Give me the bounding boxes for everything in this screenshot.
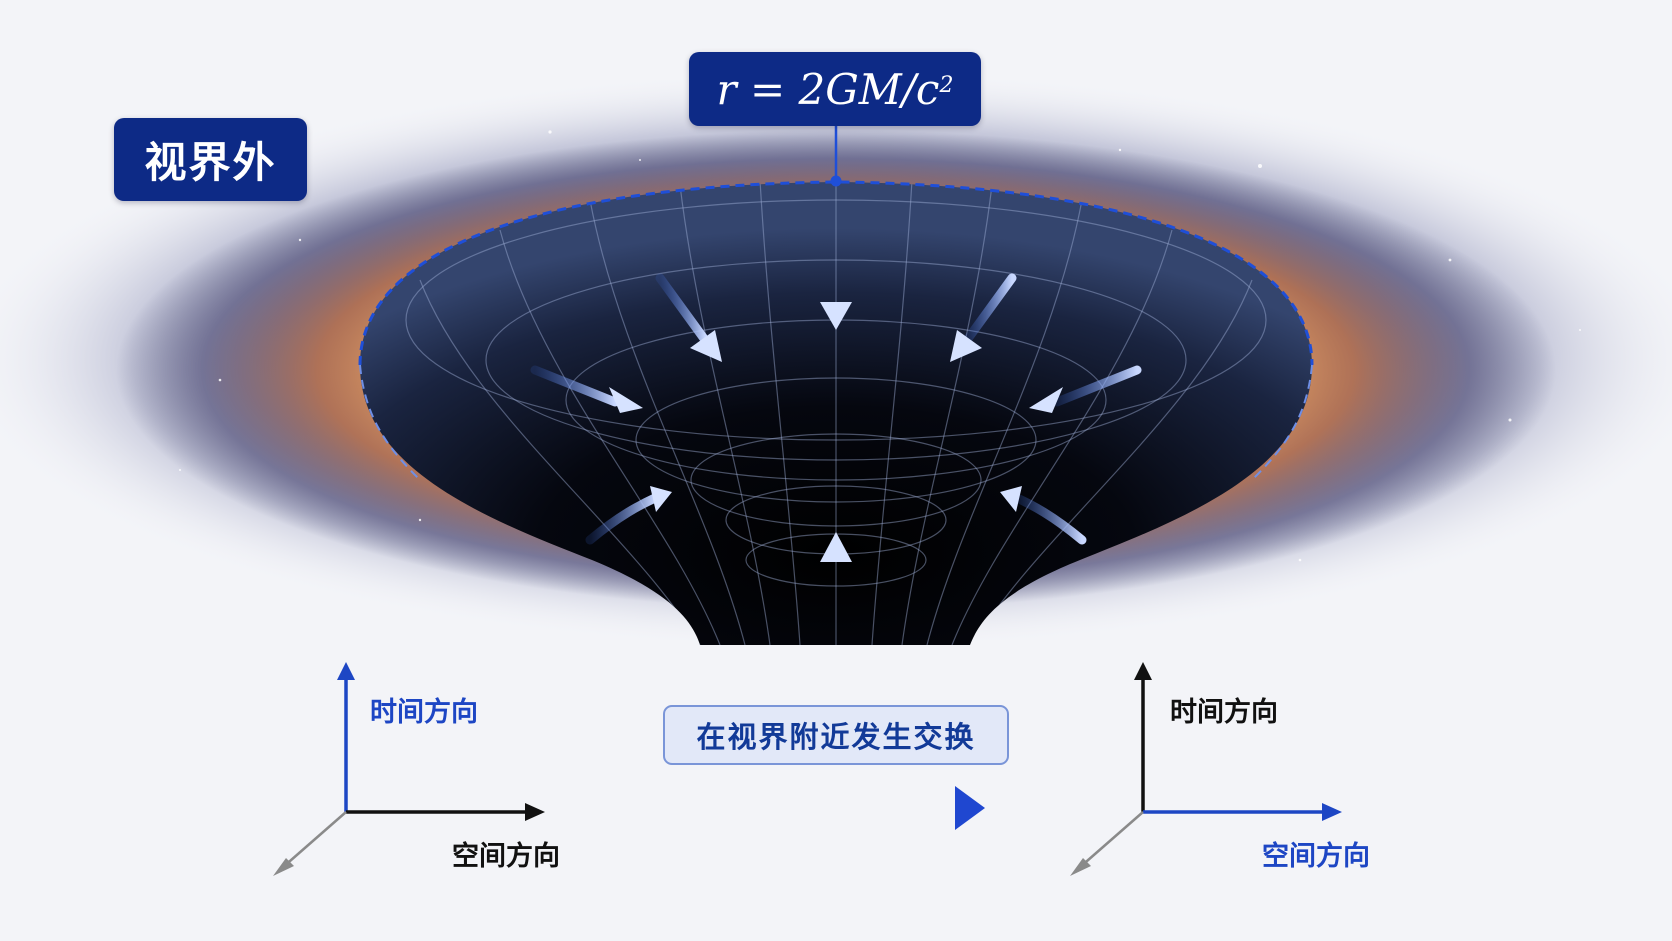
radius-formula-main: r = 2GM/c xyxy=(716,64,940,114)
right-space-axis-label: 空间方向 xyxy=(1262,841,1370,872)
event-horizon-outline xyxy=(358,180,1314,366)
radius-pointer-dot xyxy=(830,175,842,187)
right-time-axis-label: 时间方向 xyxy=(1170,697,1278,728)
transition-arrow-head xyxy=(955,786,985,830)
right-axes xyxy=(1070,662,1342,876)
inflow-arrows xyxy=(530,220,1142,625)
left-space-axis-label: 空间方向 xyxy=(452,841,560,872)
left-axes xyxy=(273,662,545,876)
outside-horizon-label: 视界外 xyxy=(114,118,307,201)
swap-note-label: 在视界附近发生交换 xyxy=(663,705,1009,765)
radius-formula-exponent: 2 xyxy=(939,72,954,98)
left-time-axis-label: 时间方向 xyxy=(370,697,478,728)
